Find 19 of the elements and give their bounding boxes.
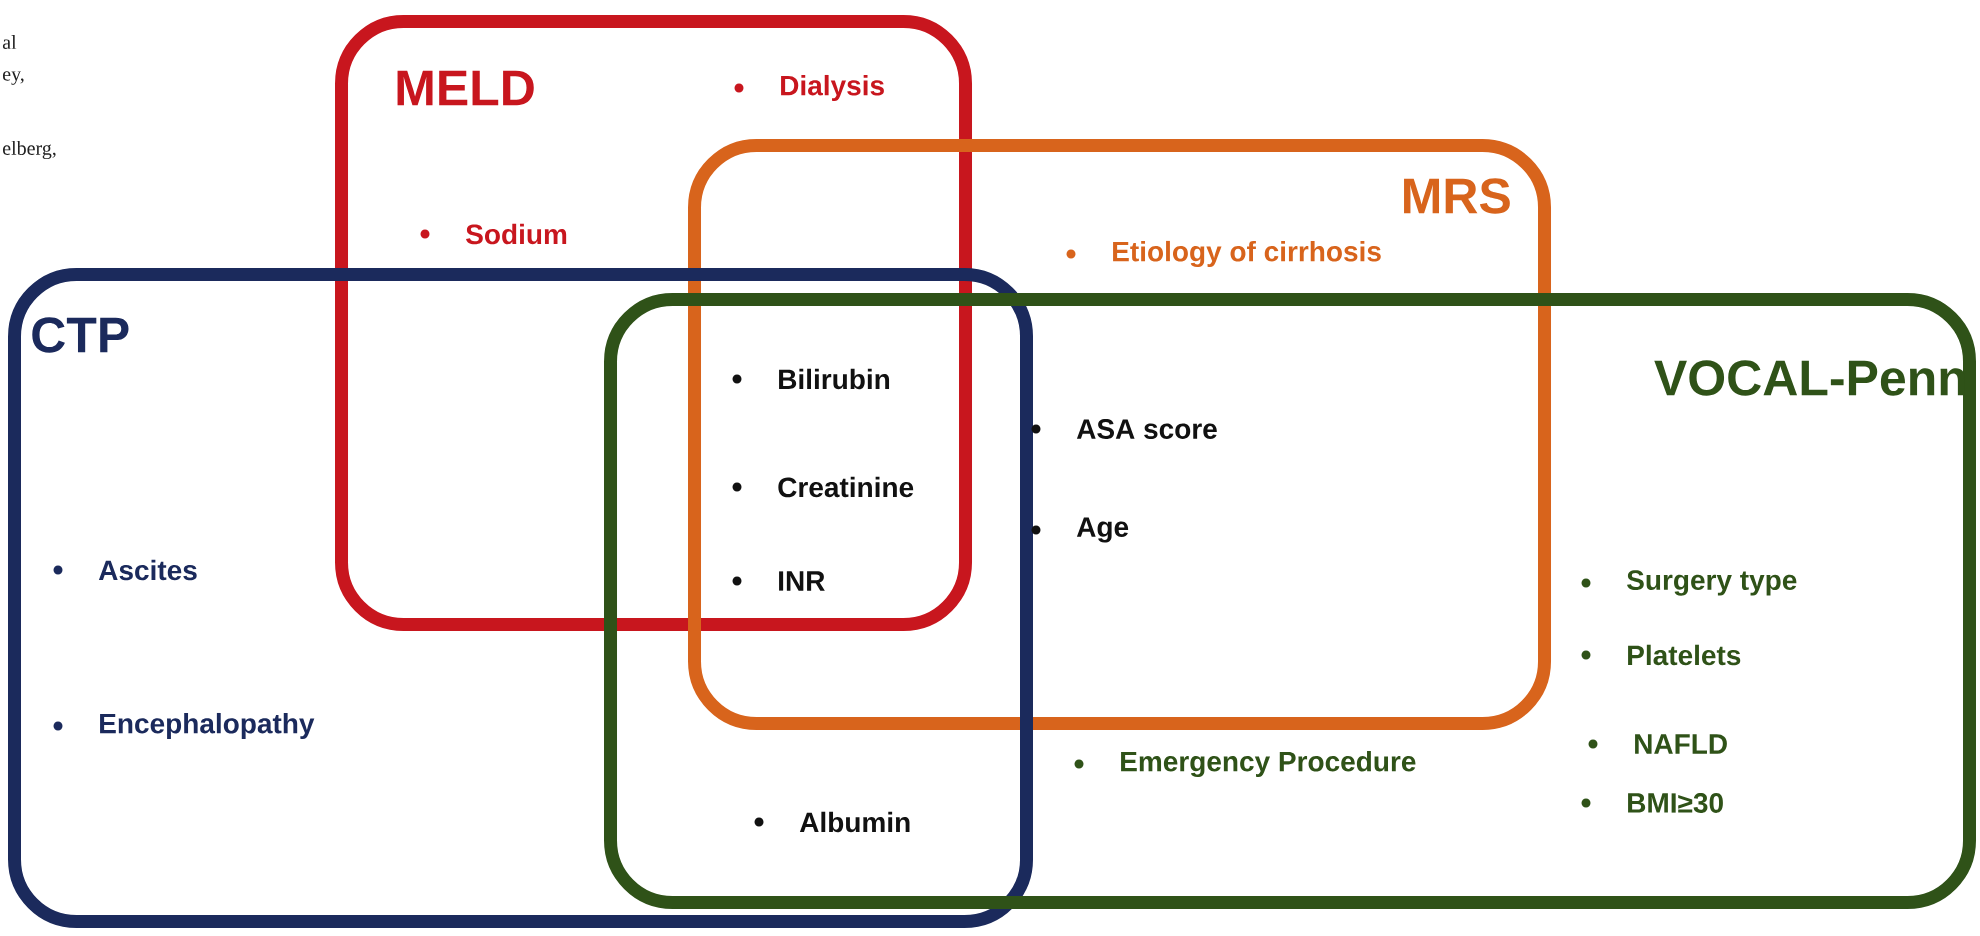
bullet-item: Platelets xyxy=(1581,644,1741,666)
bullet-item: Age xyxy=(1031,517,1129,543)
bullet-item: Ascites xyxy=(53,559,197,581)
text-fragment: ey, xyxy=(3,71,24,85)
bullet-item: Emergency Procedure xyxy=(1074,750,1416,778)
bullet-item: Creatinine xyxy=(732,476,914,498)
text-fragment: elberg, xyxy=(3,140,56,160)
bullet-item: BMI≥30 xyxy=(1581,793,1723,813)
bullet-item: INR xyxy=(732,571,825,591)
bullet-item: Bilirubin xyxy=(732,368,890,390)
bullet-item: ASA score xyxy=(1031,419,1217,439)
bullet-item: Encephalopathy xyxy=(53,712,315,740)
bullet-item: Dialysis xyxy=(734,74,884,102)
text-fragment: al xyxy=(2,34,17,50)
bullet-item: Sodium xyxy=(420,223,567,245)
bullet-item: Surgery type xyxy=(1581,570,1797,596)
bullet-item: Albumin xyxy=(754,811,910,833)
bullet-item: Etiology of cirrhosis xyxy=(1066,240,1381,268)
bullet-item: NAFLD xyxy=(1588,734,1727,754)
